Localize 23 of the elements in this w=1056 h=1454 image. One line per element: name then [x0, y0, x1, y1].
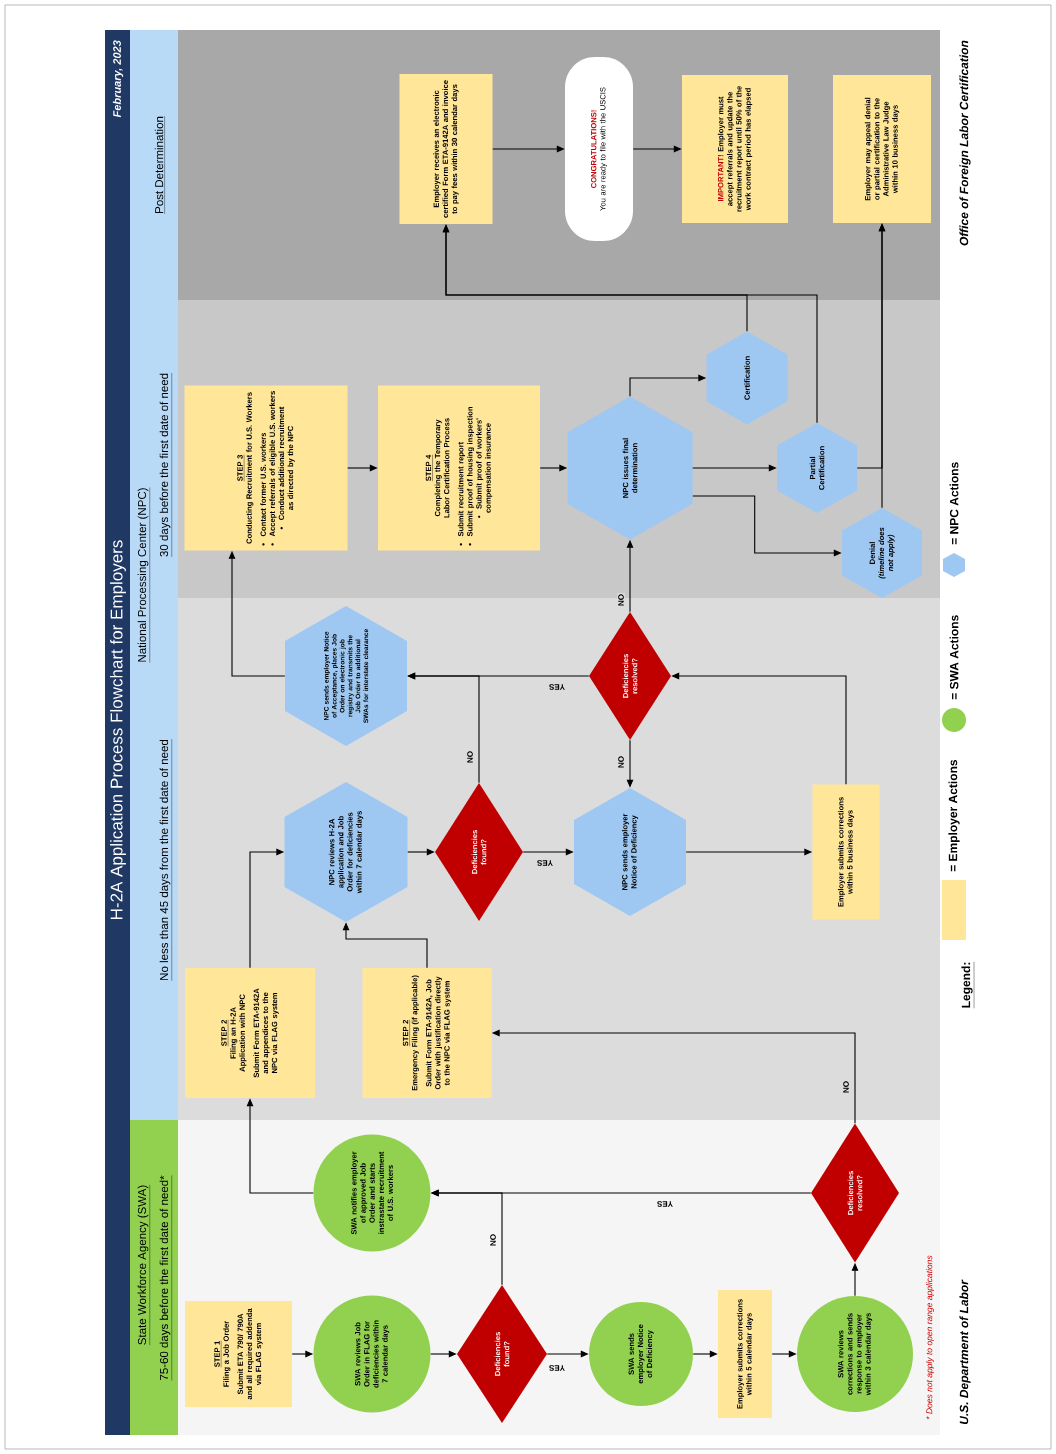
- lane-heading: 30 days before the first date of need: [159, 372, 172, 558]
- edge-label: NO: [466, 750, 474, 764]
- edge-label: YES: [536, 859, 554, 867]
- legend-heading: Legend:: [961, 961, 975, 1009]
- footer-text: U.S. Department of Labor: [959, 1279, 971, 1425]
- edge-label: NO: [617, 755, 625, 769]
- legend-text: = SWA Actions: [949, 615, 959, 700]
- lane-heading: 75-60 days before the first date of need*: [159, 1175, 172, 1381]
- edge-label: NO: [617, 593, 625, 607]
- edge-label: YES: [548, 1364, 566, 1372]
- edge-label: NO: [842, 1080, 850, 1094]
- footnote: * Does not apply to open range applications: [926, 1255, 934, 1420]
- lane-heading: No less than 45 days from the first date of need: [159, 738, 172, 981]
- lane-heading: State Workforce Agency (SWA): [137, 1184, 150, 1346]
- lane-heading: National Processing Center (NPC): [137, 487, 150, 663]
- edge-label: YES: [548, 683, 566, 691]
- edge-label: NO: [489, 1233, 497, 1247]
- title: H-2A Application Process Flowchart for Employers: [110, 540, 126, 919]
- edge-label: YES: [656, 1200, 674, 1208]
- legend-text: = Employer Actions: [948, 759, 960, 872]
- legend-text: = NPC Actions: [949, 462, 959, 545]
- footer-text: Office of Foreign Labor Certification: [959, 40, 971, 246]
- lane-heading: Post Determination: [154, 115, 165, 215]
